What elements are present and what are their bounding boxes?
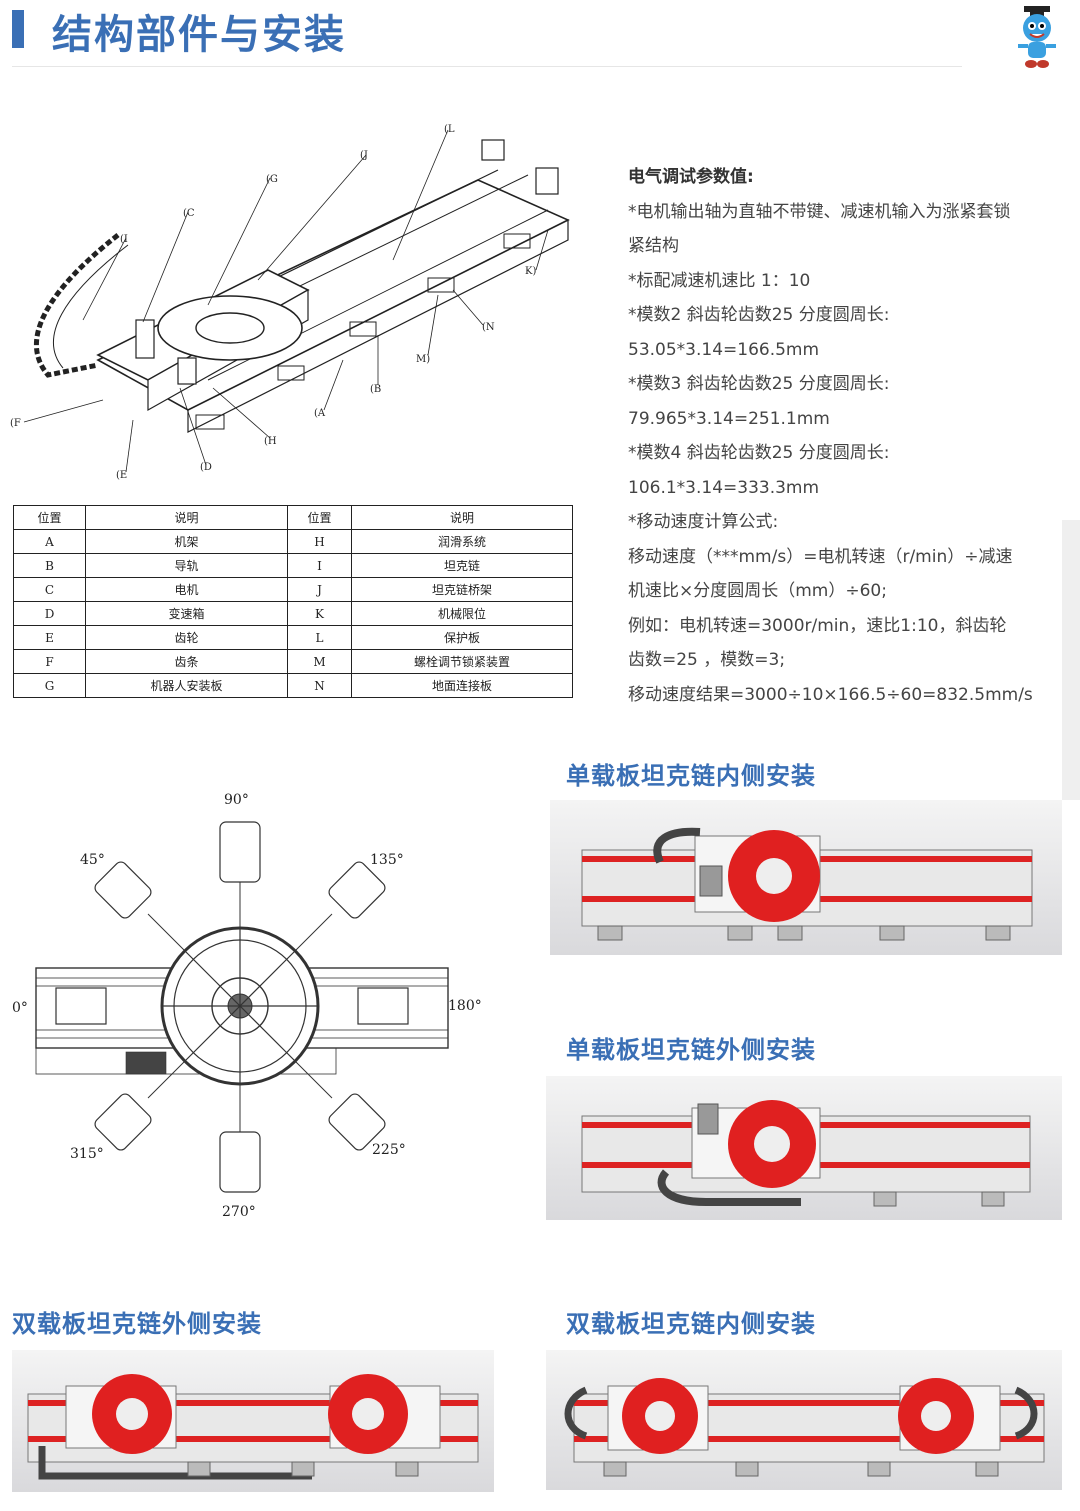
callout-K: K): [525, 266, 536, 277]
table-cell: C: [13, 577, 86, 602]
render-single-inner: [550, 800, 1062, 955]
table-cell: 机械限位: [351, 601, 573, 626]
table-cell: 电机: [85, 577, 288, 602]
callout-F: (F: [10, 418, 21, 429]
callout-H: (H: [264, 436, 277, 447]
callout-J: (J: [360, 150, 368, 161]
side-shade: [1062, 520, 1080, 800]
angle-label-270: 270°: [222, 1204, 256, 1220]
table-cell: B: [13, 553, 86, 578]
table-cell: N: [287, 673, 352, 698]
param-line: 机速比×分度圆周长（mm）÷60;: [628, 581, 887, 601]
table-cell: 齿轮: [85, 625, 288, 650]
param-line: *模数3 斜齿轮齿数25 分度圆周长:: [628, 374, 890, 394]
header-cell: 位置: [13, 505, 86, 530]
callout-G: (G: [266, 174, 278, 185]
table-cell: H: [287, 529, 352, 554]
param-line: 79.965*3.14=251.1mm: [628, 408, 830, 429]
callout-E: (E: [116, 470, 127, 481]
table-cell: 保护板: [351, 625, 573, 650]
table-cell: 坦克链桥架: [351, 577, 573, 602]
render-single-outer: [546, 1076, 1062, 1220]
rotation-angle-diagram: 90° 45° 135° 0° 180° 315° 225° 270°: [8, 780, 488, 1230]
table-cell: J: [287, 577, 352, 602]
table-row: C 电机 J 坦克链桥架: [13, 577, 573, 602]
table-cell: F: [13, 649, 86, 674]
callout-C: (C: [183, 208, 195, 219]
section-title-double-outer: 双载板坦克链外侧安装: [12, 1310, 262, 1338]
table-cell: 导轨: [85, 553, 288, 578]
param-line: 移动速度（***mm/s）=电机转速（r/min）÷减速: [628, 546, 1013, 567]
param-line: *移动速度计算公式:: [628, 512, 779, 532]
parts-legend-table: 位置 说明 位置 说明 A 机架 H 润滑系统 B 导轨 I 坦克链 C 电机 …: [13, 505, 573, 698]
angle-label-0: 0°: [12, 1000, 28, 1016]
angle-label-315: 315°: [70, 1146, 104, 1162]
param-line: *标配减速机速比 1：10: [628, 270, 811, 291]
electrical-parameters: 电气调试参数值: *电机输出轴为直轴不带键、减速机输入为涨紧套锁 紧结构 *标配…: [628, 160, 1068, 712]
callout-N: (N: [482, 322, 495, 333]
table-cell: 机架: [85, 529, 288, 554]
table-cell: D: [13, 601, 86, 626]
mascot-logo: [1008, 4, 1068, 70]
render-double-outer: [12, 1350, 494, 1492]
table-cell: K: [287, 601, 352, 626]
param-line: 53.05*3.14=166.5mm: [628, 339, 820, 360]
table-cell: 齿条: [85, 649, 288, 674]
callout-A: (A: [314, 408, 326, 419]
params-heading: 电气调试参数值:: [628, 167, 754, 187]
table-header-row: 位置 说明 位置 说明: [13, 505, 573, 530]
table-cell: 变速箱: [85, 601, 288, 626]
param-line: 例如：电机转速=3000r/min，速比1:10，斜齿轮: [628, 615, 1007, 636]
section-title-single-inner: 单载板坦克链内侧安装: [566, 762, 816, 790]
callout-B: (B: [370, 384, 381, 395]
section-title-single-outer: 单载板坦克链外侧安装: [566, 1036, 816, 1064]
angle-label-45: 45°: [80, 852, 105, 868]
table-cell: E: [13, 625, 86, 650]
header-cell: 位置: [287, 505, 352, 530]
table-cell: 地面连接板: [351, 673, 573, 698]
gantry-exploded-drawing: (L (J (G (C (I K) (N M) (B (A (H (D (E (…: [8, 110, 608, 490]
table-cell: M: [287, 649, 352, 674]
title-divider: [12, 66, 962, 67]
table-cell: 机器人安装板: [85, 673, 288, 698]
header-cell: 说明: [351, 505, 573, 530]
param-line: 紧结构: [628, 236, 679, 256]
table-cell: A: [13, 529, 86, 554]
table-cell: L: [287, 625, 352, 650]
param-line: *模数2 斜齿轮齿数25 分度圆周长:: [628, 305, 890, 325]
render-double-inner: [546, 1350, 1062, 1490]
table-row: A 机架 H 润滑系统: [13, 529, 573, 554]
param-line: *模数4 斜齿轮齿数25 分度圆周长:: [628, 443, 890, 463]
callout-I: (I: [120, 234, 128, 245]
table-cell: I: [287, 553, 352, 578]
angle-label-90: 90°: [224, 792, 249, 808]
table-row: F 齿条 M 螺栓调节锁紧装置: [13, 649, 573, 674]
table-cell: 螺栓调节锁紧装置: [351, 649, 573, 674]
param-line: *电机输出轴为直轴不带键、减速机输入为涨紧套锁: [628, 201, 1011, 222]
table-row: B 导轨 I 坦克链: [13, 553, 573, 578]
table-row: E 齿轮 L 保护板: [13, 625, 573, 650]
table-row: G 机器人安装板 N 地面连接板: [13, 673, 573, 698]
callout-D: (D: [200, 462, 212, 473]
table-cell: G: [13, 673, 86, 698]
param-line: 106.1*3.14=333.3mm: [628, 477, 820, 498]
page-title: 结构部件与安装: [52, 12, 346, 58]
title-accent-bar: [12, 10, 24, 48]
angle-label-180: 180°: [448, 998, 482, 1014]
table-cell: 坦克链: [351, 553, 573, 578]
section-title-double-inner: 双载板坦克链内侧安装: [566, 1310, 816, 1338]
callout-L: (L: [444, 124, 455, 135]
table-cell: 润滑系统: [351, 529, 573, 554]
header-cell: 说明: [85, 505, 288, 530]
angle-label-135: 135°: [370, 852, 404, 868]
param-line: 齿数=25 ，模数=3;: [628, 650, 786, 670]
callout-M: M): [416, 354, 430, 365]
param-line: 移动速度结果=3000÷10×166.5÷60=832.5mm/s: [628, 684, 1033, 705]
angle-label-225: 225°: [372, 1142, 406, 1158]
table-row: D 变速箱 K 机械限位: [13, 601, 573, 626]
